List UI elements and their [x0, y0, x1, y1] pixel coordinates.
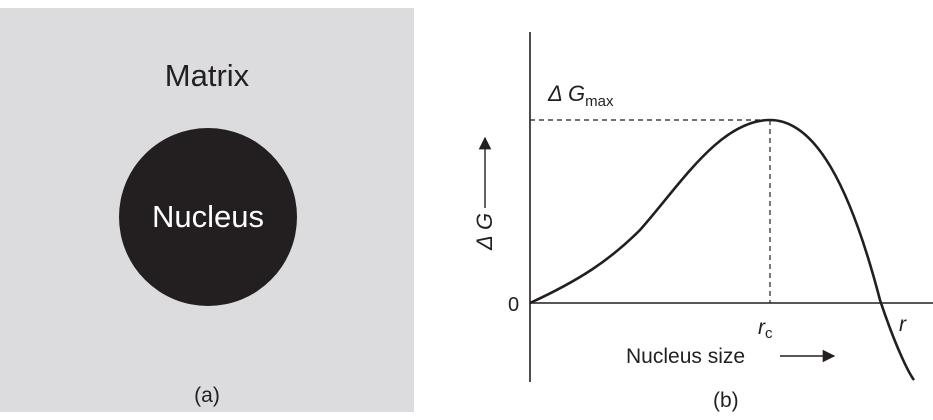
- matrix-label: Matrix: [164, 58, 250, 93]
- y-axis-label: Δ G: [472, 213, 497, 251]
- origin-label: 0: [508, 294, 519, 316]
- radius-label: r: [899, 313, 907, 336]
- delta-g-max-subscript: max: [585, 93, 614, 110]
- critical-radius-subscript: c: [765, 325, 773, 342]
- x-axis-label: Nucleus size: [626, 345, 745, 368]
- free-energy-panel: Δ Gmax Δ G 0 rc r Nucleus size (b): [440, 0, 933, 420]
- caption-b: (b): [713, 389, 739, 412]
- critical-radius-label: rc: [758, 316, 773, 342]
- critical-radius-symbol: r: [758, 316, 766, 339]
- y-axis-label-group: Δ G: [472, 136, 497, 251]
- matrix-panel: Matrix Nucleus: [0, 8, 414, 412]
- nucleus-circle: Nucleus: [119, 128, 297, 306]
- delta-g-max-label: Δ Gmax: [547, 81, 614, 110]
- nucleus-label: Nucleus: [152, 199, 264, 234]
- caption-a: (a): [194, 384, 220, 407]
- free-energy-graph: Δ Gmax Δ G 0 rc r Nucleus size (b): [472, 32, 933, 412]
- free-energy-curve: [529, 118, 916, 381]
- delta-g-max-symbol: Δ G: [547, 81, 585, 106]
